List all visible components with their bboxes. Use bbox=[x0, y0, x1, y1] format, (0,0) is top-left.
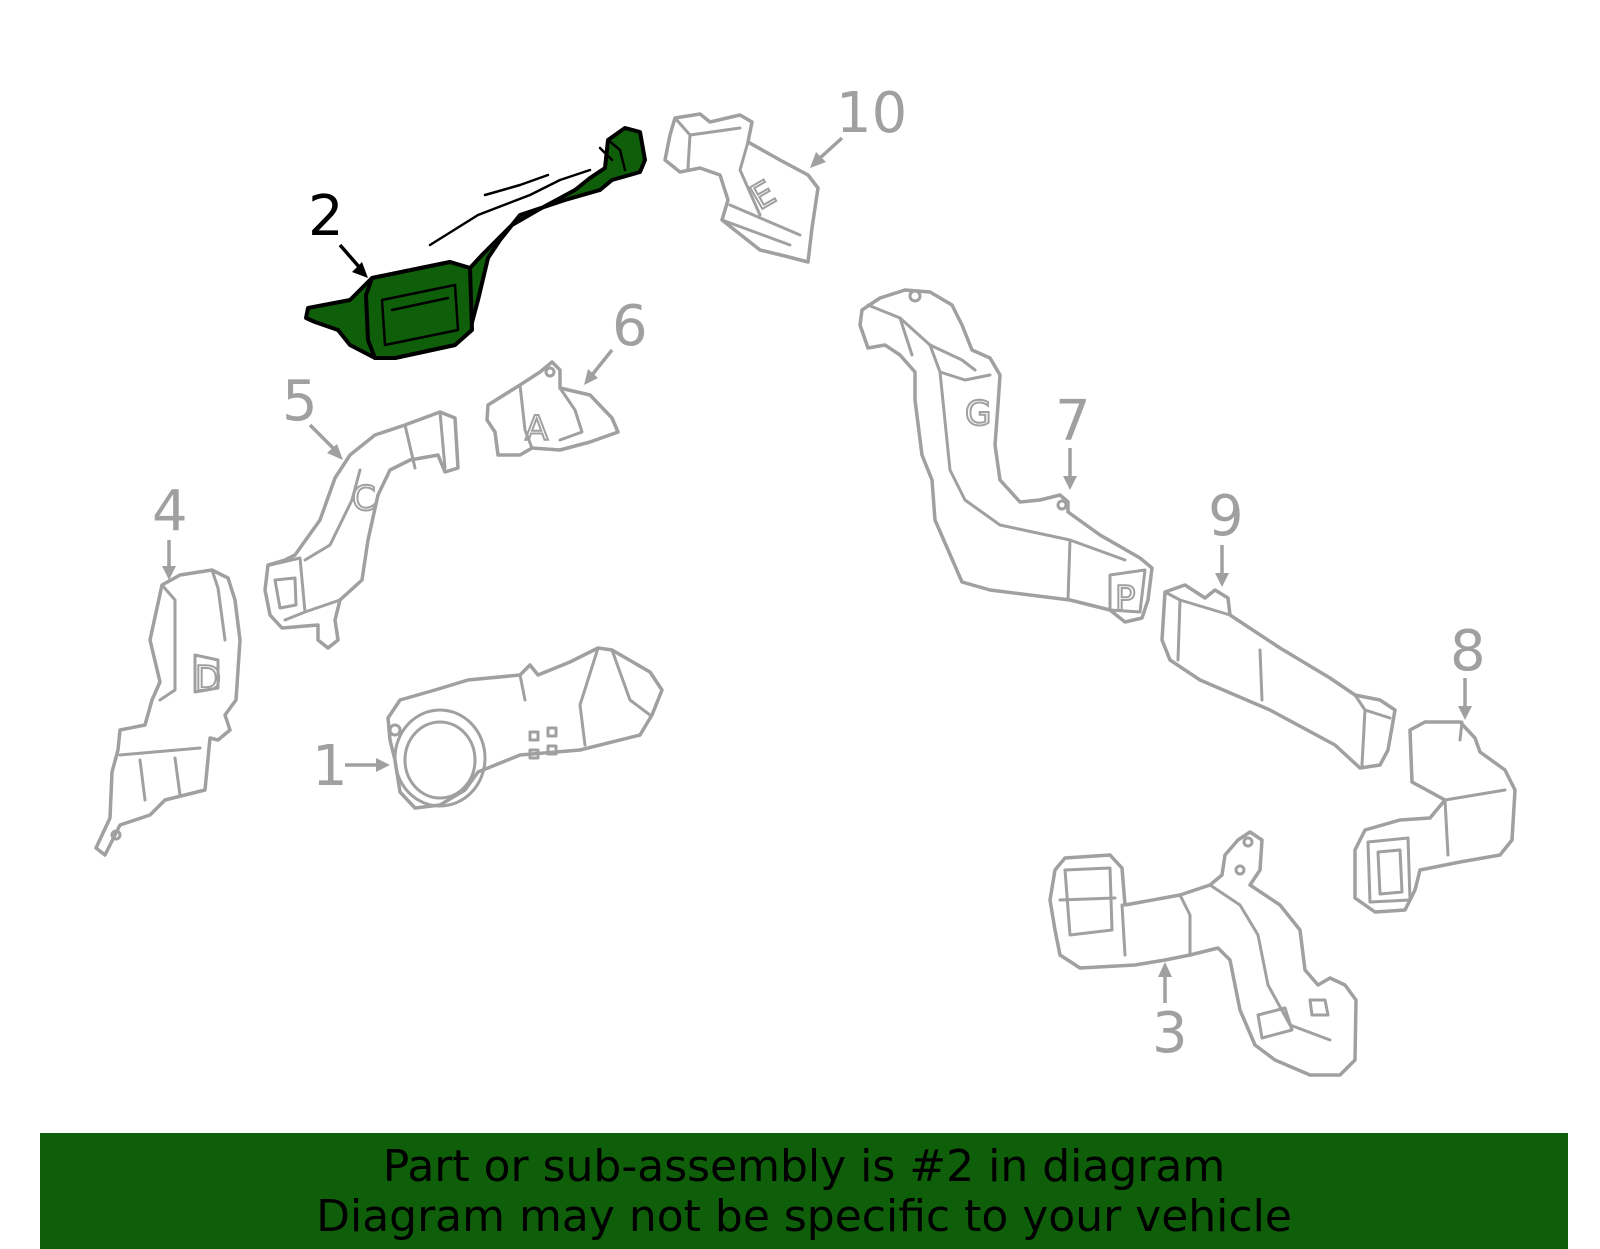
part-7-letter-p: P bbox=[1115, 579, 1136, 619]
part-4-letter: D bbox=[195, 659, 221, 699]
callout-5: 5 bbox=[282, 369, 343, 460]
callout-9: 9 bbox=[1208, 484, 1244, 587]
callout-2-number: 2 bbox=[308, 184, 344, 249]
callout-8-arrowhead bbox=[1458, 706, 1472, 720]
callout-3-number: 3 bbox=[1152, 1001, 1188, 1066]
callout-1-number: 1 bbox=[312, 734, 348, 799]
part-3-duct[interactable] bbox=[1048, 830, 1358, 1077]
callout-6-arrowhead bbox=[584, 369, 598, 385]
part-7-letter-g: G bbox=[965, 394, 991, 434]
callout-10-number: 10 bbox=[836, 81, 907, 146]
part-1-blower[interactable] bbox=[386, 646, 664, 810]
callout-5-number: 5 bbox=[282, 369, 318, 434]
callout-2: 2 bbox=[308, 184, 368, 278]
part-4-duct[interactable]: D bbox=[94, 568, 242, 857]
part-5-letter: C bbox=[352, 479, 376, 519]
callout-8-number: 8 bbox=[1450, 619, 1486, 684]
part-8-duct[interactable] bbox=[1353, 720, 1517, 914]
part-6-letter: A bbox=[525, 409, 548, 449]
callout-2-arrow bbox=[338, 243, 362, 270]
callout-3-arrowhead bbox=[1158, 962, 1172, 977]
callout-2-arrowhead bbox=[352, 262, 368, 278]
info-banner: Part or sub-assembly is #2 in diagram Di… bbox=[40, 1133, 1568, 1249]
callout-3: 3 bbox=[1152, 962, 1188, 1066]
banner-line-2: Diagram may not be specific to your vehi… bbox=[316, 1191, 1292, 1242]
callout-4: 4 bbox=[152, 479, 188, 580]
callout-5-arrow bbox=[308, 423, 337, 452]
callout-7-arrowhead bbox=[1063, 476, 1077, 490]
callout-7-number: 7 bbox=[1055, 389, 1091, 454]
part-2-duct-highlighted[interactable] bbox=[304, 126, 647, 360]
callout-1-arrowhead bbox=[376, 758, 390, 772]
callout-5-arrowhead bbox=[327, 444, 343, 460]
callout-8: 8 bbox=[1450, 619, 1486, 720]
callout-10: 10 bbox=[810, 81, 907, 168]
part-7-duct[interactable]: G P bbox=[858, 288, 1154, 624]
banner-line-1: Part or sub-assembly is #2 in diagram bbox=[382, 1141, 1226, 1192]
callout-10-arrow bbox=[818, 136, 844, 160]
callout-10-arrowhead bbox=[810, 152, 826, 168]
callout-7: 7 bbox=[1055, 389, 1091, 490]
callout-9-arrowhead bbox=[1215, 573, 1229, 587]
part-9-duct[interactable] bbox=[1160, 583, 1397, 770]
callout-6-number: 6 bbox=[612, 294, 648, 359]
callout-6-arrow bbox=[590, 348, 614, 377]
callout-4-arrowhead bbox=[162, 566, 176, 580]
callout-6: 6 bbox=[584, 294, 648, 385]
callout-1: 1 bbox=[312, 734, 390, 799]
part-5-duct[interactable]: C bbox=[263, 410, 460, 650]
callout-4-number: 4 bbox=[152, 479, 188, 544]
callout-9-number: 9 bbox=[1208, 484, 1244, 549]
part-6-duct[interactable]: A bbox=[485, 360, 620, 457]
part-10-duct[interactable]: E bbox=[663, 112, 820, 264]
